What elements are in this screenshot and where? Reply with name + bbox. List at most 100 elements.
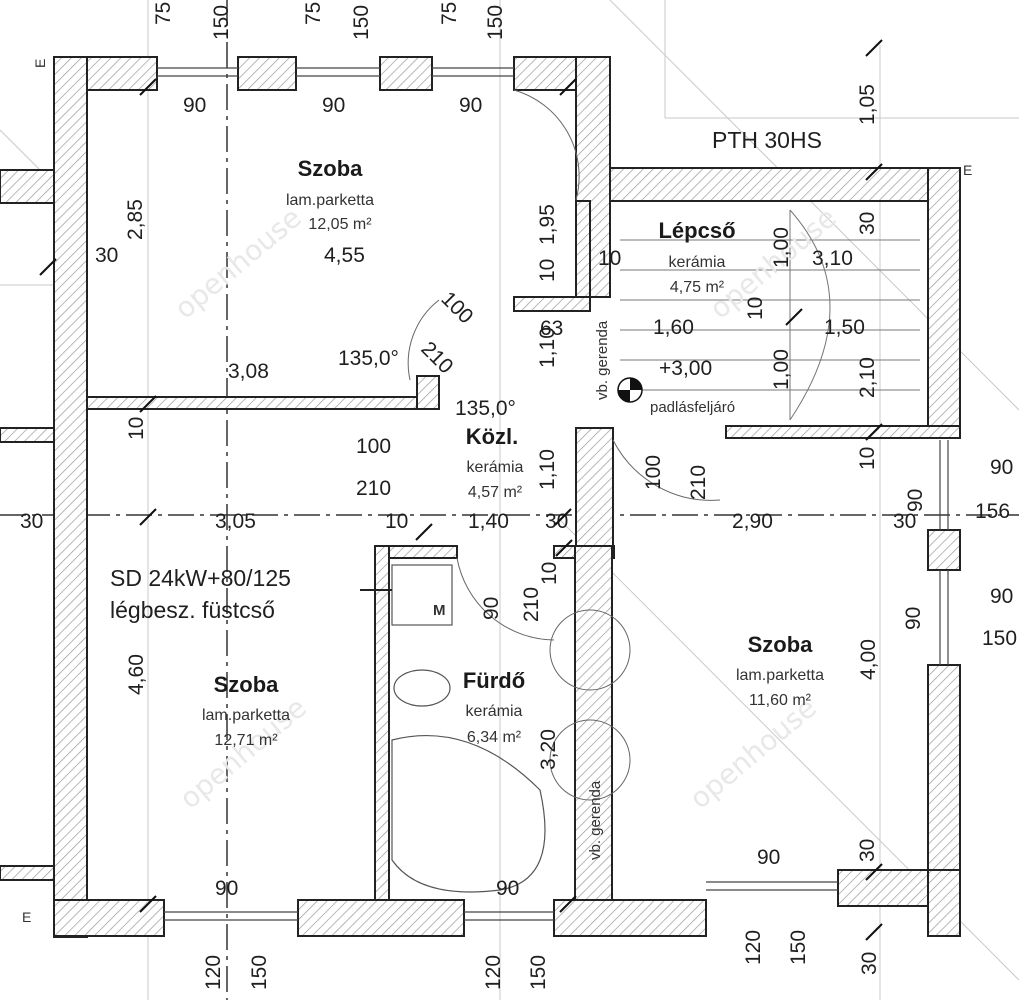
dim-90-f: 90 xyxy=(990,585,1013,608)
dim-30-e: 30 xyxy=(893,510,916,533)
dim-90-g: 90 xyxy=(480,597,503,620)
svg-text:openhouse: openhouse xyxy=(168,201,307,325)
dim-305: 3,05 xyxy=(215,510,256,533)
room-name-furdo: Fürdő xyxy=(463,668,525,693)
dim-10-c: 10 xyxy=(598,247,621,270)
dim-110-b: 1,10 xyxy=(536,449,559,490)
dim-90-i: 90 xyxy=(757,846,780,869)
room-area-kozl: 4,57 m² xyxy=(468,484,523,501)
dim-150-b: 150 xyxy=(982,627,1017,650)
room-floor-szoba-right: lam.parketta xyxy=(736,667,824,684)
dim-75-c: 75 xyxy=(438,2,461,25)
room-labels: Szoba lam.parketta 12,05 m² Lépcső kerám… xyxy=(202,156,824,749)
dim-10-b: 10 xyxy=(536,259,559,282)
svg-text:openhouse: openhouse xyxy=(683,691,822,815)
dimension-labels: 90 90 90 4,55 2,85 30 3,08 10 210 100 1,… xyxy=(20,2,1017,990)
note-boiler-2: légbesz. füstcső xyxy=(110,597,275,623)
dim-30-f: 30 xyxy=(856,839,879,862)
dim-90-j: 90 xyxy=(215,877,238,900)
dim-30-d: 30 xyxy=(545,510,568,533)
dim-210-e: 210 xyxy=(520,587,543,622)
dim-150-h: 150 xyxy=(484,5,507,40)
dim-10-e: 10 xyxy=(856,447,879,470)
dim-100-c: 1,00 xyxy=(770,349,793,390)
dim-110-a: 1,10 xyxy=(536,327,559,368)
note-level: +3,00 xyxy=(659,357,712,380)
room-area-szoba-top: 12,05 m² xyxy=(308,216,372,233)
dimension-ticks xyxy=(39,39,883,941)
dim-150-g: 150 xyxy=(350,5,373,40)
dim-320: 3,20 xyxy=(537,729,560,770)
dim-140: 1,40 xyxy=(468,510,509,533)
note-e-2: E xyxy=(963,162,972,178)
room-name-kozl: Közl. xyxy=(466,424,519,449)
dim-30-c: 30 xyxy=(20,510,43,533)
note-m: M xyxy=(433,602,446,619)
door-swings xyxy=(407,89,721,801)
room-area-lepcso: 4,75 m² xyxy=(670,279,725,296)
room-area-szoba-left: 12,71 m² xyxy=(214,732,278,749)
room-floor-szoba-top: lam.parketta xyxy=(286,192,374,209)
dim-10-d: 10 xyxy=(744,297,767,320)
dim-10-g: 10 xyxy=(538,562,561,585)
dim-210-b: 2,10 xyxy=(856,357,879,398)
note-beam-top: vb. gerenda xyxy=(594,320,611,400)
dim-10-a: 10 xyxy=(125,417,148,440)
room-area-furdo: 6,34 m² xyxy=(467,729,522,746)
dim-150-f: 150 xyxy=(210,5,233,40)
room-floor-kozl: kerámia xyxy=(467,459,524,476)
dim-210-d: 210 xyxy=(687,465,710,500)
boiler-unit xyxy=(391,564,453,626)
dim-285: 2,85 xyxy=(124,199,147,240)
dim-90-c: 90 xyxy=(459,94,482,117)
room-floor-furdo: kerámia xyxy=(466,703,523,720)
dim-90-d: 90 xyxy=(904,489,927,512)
note-boiler-1: SD 24kW+80/125 xyxy=(110,565,291,591)
dim-100-d: 100 xyxy=(356,435,391,458)
note-pth: PTH 30HS xyxy=(712,127,822,153)
walls xyxy=(0,56,961,938)
dim-100-a: 100 xyxy=(436,287,477,328)
toilet xyxy=(393,669,451,707)
note-e-1: E xyxy=(32,59,48,68)
dim-150-d: 150 xyxy=(527,955,550,990)
dim-120-a: 120 xyxy=(202,955,225,990)
room-name-szoba-top: Szoba xyxy=(298,156,364,181)
dim-308: 3,08 xyxy=(228,360,269,383)
dim-90-e: 90 xyxy=(990,456,1013,479)
room-floor-szoba-left: lam.parketta xyxy=(202,707,290,724)
dim-63: 63 xyxy=(540,317,563,340)
dim-210-a: 210 xyxy=(416,337,457,378)
room-floor-lepcso: kerámia xyxy=(669,254,726,271)
dim-120-b: 120 xyxy=(482,955,505,990)
dim-75-a: 75 xyxy=(152,2,175,25)
note-beam-bottom: vb. gerenda xyxy=(587,780,604,860)
dim-30-b: 30 xyxy=(856,212,879,235)
dim-90-k: 90 xyxy=(496,877,519,900)
room-name-lepcso: Lépcső xyxy=(658,218,735,243)
dim-90-a: 90 xyxy=(183,94,206,117)
angle-2: 135,0° xyxy=(455,397,516,420)
plan-notes: PTH 30HS SD 24kW+80/125 légbesz. füstcső… xyxy=(22,59,972,925)
stair-treads xyxy=(620,209,920,421)
dim-290: 2,90 xyxy=(732,510,773,533)
note-attic: padlásfeljáró xyxy=(650,399,735,416)
dim-460: 4,60 xyxy=(125,654,148,695)
note-e-3: E xyxy=(22,909,31,925)
dim-75-b: 75 xyxy=(302,2,325,25)
dim-150: 1,50 xyxy=(824,316,865,339)
dim-30-a: 30 xyxy=(95,244,118,267)
dim-100-e: 100 xyxy=(642,455,665,490)
bath-fixtures xyxy=(360,564,546,893)
dim-30-g: 30 xyxy=(858,952,881,975)
dim-150-c: 150 xyxy=(248,955,271,990)
dim-150-e: 150 xyxy=(787,930,810,965)
dim-120-c: 120 xyxy=(742,930,765,965)
angle-1: 135,0° xyxy=(338,347,399,370)
dim-90-b: 90 xyxy=(322,94,345,117)
dim-90-h: 90 xyxy=(902,607,925,630)
dim-310: 3,10 xyxy=(812,247,853,270)
dim-10-f: 10 xyxy=(385,510,408,533)
